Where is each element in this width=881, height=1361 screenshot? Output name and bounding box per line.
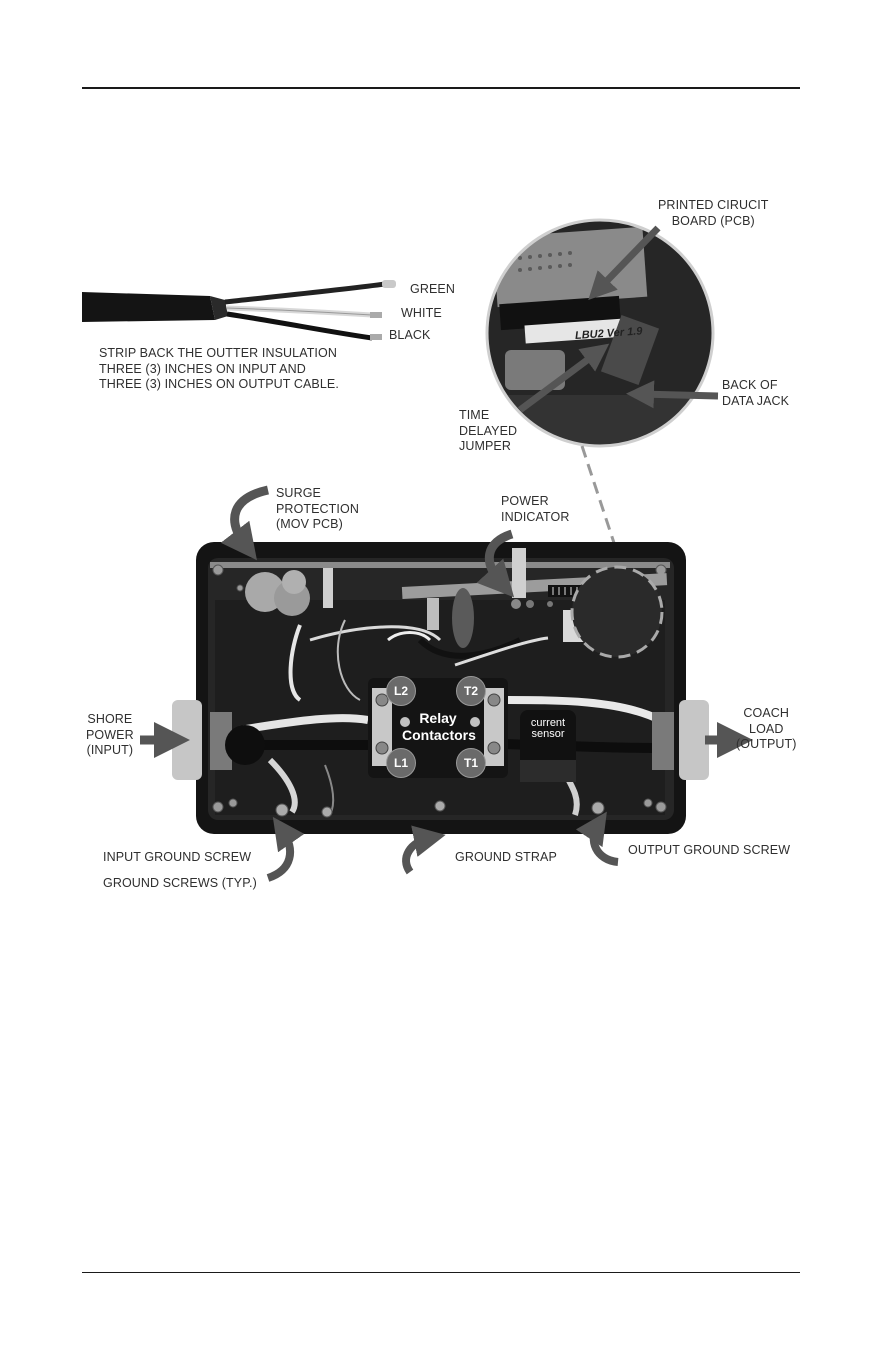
pcb-label-line: BOARD (PCB) (658, 214, 769, 230)
power-indicator-label-line: INDICATOR (501, 510, 570, 526)
input-ground-screw-label: INPUT GROUND SCREW (103, 850, 251, 866)
detail-leader-line (582, 446, 617, 552)
data-jack-label: BACK OF DATA JACK (722, 378, 789, 409)
shore-power-label-line: SHORE (86, 712, 134, 728)
enclosure-box (172, 542, 709, 834)
power-cable (82, 280, 396, 340)
data-jack-label-line: BACK OF (722, 378, 789, 394)
ground-screws-label: GROUND SCREWS (TYP.) (103, 876, 257, 892)
input-ground-arrow (268, 830, 290, 878)
strip-note: STRIP BACK THE OUTTER INSULATION THREE (… (99, 346, 339, 393)
pcb-label: PRINTED CIRUCIT BOARD (PCB) (658, 198, 769, 229)
output-ground-screw-label: OUTPUT GROUND SCREW (628, 843, 790, 859)
coach-load-label: COACH LOAD (OUTPUT) (736, 706, 797, 753)
black-wire-label: BLACK (389, 328, 431, 344)
data-jack-arrow (640, 394, 718, 396)
relay-label-line: Contactors (402, 727, 474, 744)
jumper-label-line: DELAYED (459, 424, 517, 440)
coach-load-label-line: LOAD (736, 722, 797, 738)
current-sensor-label: current sensor (522, 718, 574, 740)
shore-power-label-line: POWER (86, 728, 134, 744)
strip-note-line: THREE (3) INCHES ON OUTPUT CABLE. (99, 377, 339, 393)
jumper-label-line: TIME (459, 408, 517, 424)
sensor-label-line: sensor (522, 729, 574, 740)
power-indicator-label: POWER INDICATOR (501, 494, 570, 525)
relay-contactors-label: Relay Contactors (402, 710, 474, 744)
relay-label-line: Relay (402, 710, 474, 727)
green-wire-label: GREEN (410, 282, 455, 298)
ground-strap-label: GROUND STRAP (455, 850, 557, 866)
shore-power-label-line: (INPUT) (86, 743, 134, 759)
pcb-label-line: PRINTED CIRUCIT (658, 198, 769, 214)
jumper-label-line: JUMPER (459, 439, 517, 455)
shore-power-label: SHORE POWER (INPUT) (86, 712, 134, 759)
strip-note-line: THREE (3) INCHES ON INPUT AND (99, 362, 339, 378)
surge-label-line: PROTECTION (276, 502, 359, 518)
jumper-label: TIME DELAYED JUMPER (459, 408, 517, 455)
terminal-l2: L2 (386, 676, 416, 706)
white-wire-label: WHITE (401, 306, 442, 322)
terminal-l1: L1 (386, 748, 416, 778)
ground-strap-arrow (406, 838, 430, 872)
coach-load-label-line: COACH (736, 706, 797, 722)
surge-arrow (235, 490, 268, 546)
strip-note-line: STRIP BACK THE OUTTER INSULATION (99, 346, 339, 362)
power-indicator-label-line: POWER (501, 494, 570, 510)
surge-protection-label: SURGE PROTECTION (MOV PCB) (276, 486, 359, 533)
terminal-t1: T1 (456, 748, 486, 778)
terminal-t2: T2 (456, 676, 486, 706)
surge-label-line: SURGE (276, 486, 359, 502)
surge-label-line: (MOV PCB) (276, 517, 359, 533)
data-jack-label-line: DATA JACK (722, 394, 789, 410)
coach-load-label-line: (OUTPUT) (736, 737, 797, 753)
